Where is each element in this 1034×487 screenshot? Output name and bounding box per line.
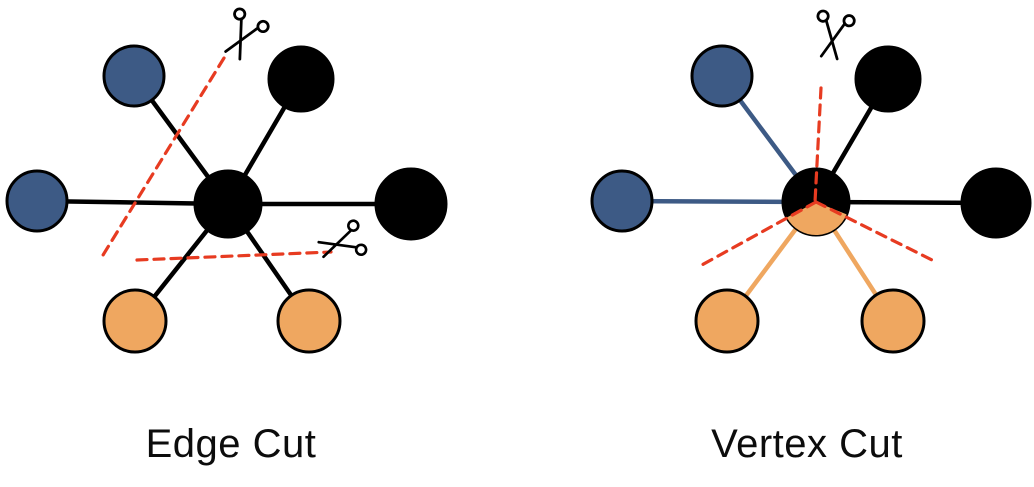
scissors-icon xyxy=(317,219,368,259)
cut-line xyxy=(813,86,823,204)
edge-cut-graph xyxy=(5,7,448,354)
scissors-icon xyxy=(224,7,270,61)
cut-line xyxy=(135,250,333,262)
graph-node-blue xyxy=(5,169,69,233)
scissors-icon xyxy=(816,9,856,61)
graph-node-blue xyxy=(690,44,754,108)
graph-node-orange xyxy=(694,288,760,354)
center-node xyxy=(193,169,263,239)
graph-node-black xyxy=(854,45,922,113)
graph-node-orange xyxy=(276,288,342,354)
graph-node-black xyxy=(960,167,1032,239)
graph-node-black xyxy=(267,45,335,113)
graph-node-orange xyxy=(860,288,926,354)
caption-vertex-cut: Vertex Cut xyxy=(711,422,903,466)
caption-edge-cut: Edge Cut xyxy=(145,422,317,466)
cut-line xyxy=(814,200,934,262)
graph-node-blue xyxy=(102,44,166,108)
graph-node-blue xyxy=(590,169,654,233)
graph-node-black xyxy=(374,167,448,241)
graph-node-orange xyxy=(102,288,168,354)
cut-line xyxy=(98,56,226,262)
cut-line xyxy=(698,200,818,268)
vertex-cut-graph xyxy=(590,9,1032,354)
